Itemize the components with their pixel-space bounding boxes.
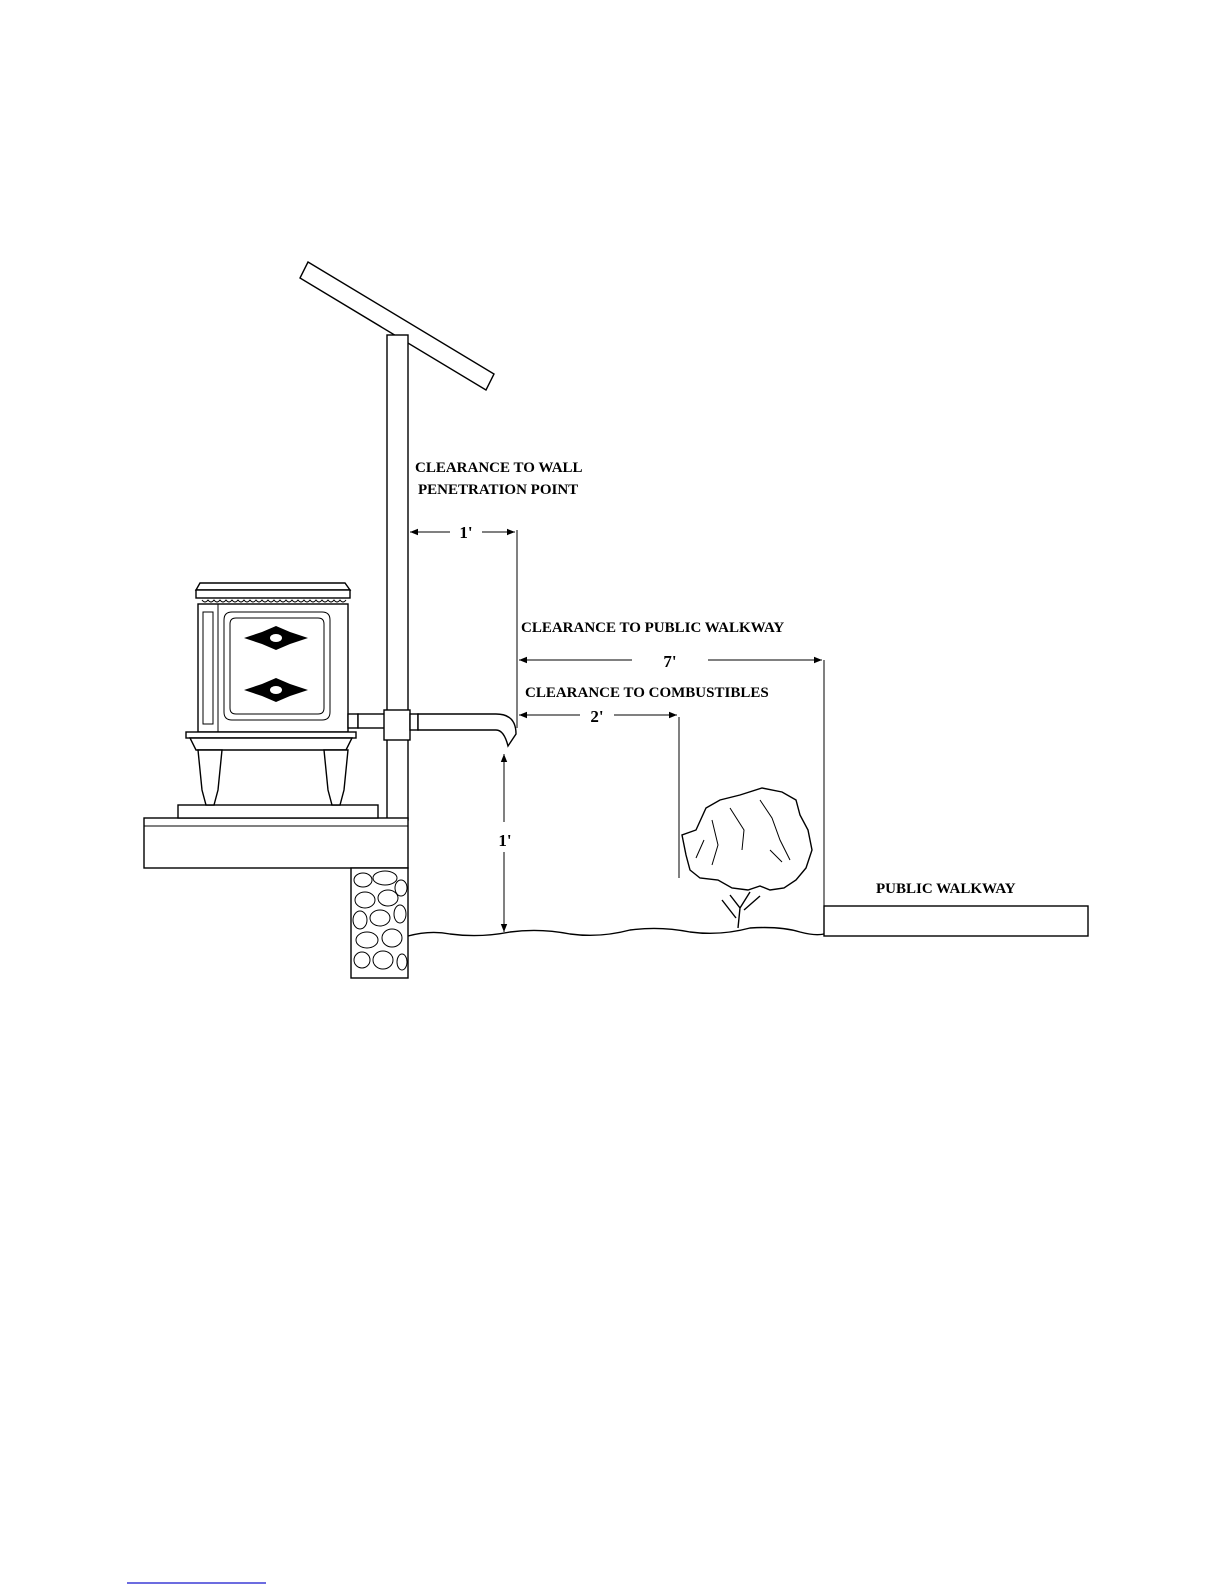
wood-stove — [186, 583, 358, 805]
ground-line — [408, 928, 824, 937]
dim-vent-to-combustibles: 2' — [519, 707, 677, 726]
vent-pipe — [358, 710, 516, 746]
dim-vent-above-grade: 1' — [498, 754, 511, 932]
label-public-walkway: PUBLIC WALKWAY — [876, 881, 1016, 897]
floor-slab — [144, 818, 408, 868]
label-combustibles-clearance: CLEARANCE TO COMBUSTIBLES — [525, 685, 769, 701]
dim-vent-to-walkway: 7' — [519, 652, 822, 671]
stone-foundation — [351, 868, 408, 978]
label-wall-clearance-line2: PENETRATION POINT — [418, 482, 578, 498]
hearth-pad — [178, 805, 378, 818]
dim-wall-to-vent: 1' — [410, 523, 515, 542]
label-walkway-clearance: CLEARANCE TO PUBLIC WALKWAY — [521, 620, 784, 636]
dim-vent-to-combustibles-label: 2' — [590, 707, 603, 726]
dim-vent-above-grade-label: 1' — [498, 831, 511, 850]
public-walkway-slab — [824, 906, 1088, 936]
house-wall — [387, 335, 408, 820]
shrub — [682, 788, 812, 928]
dim-wall-to-vent-label: 1' — [459, 523, 472, 542]
dim-vent-to-walkway-label: 7' — [663, 652, 676, 671]
label-wall-clearance-line1: CLEARANCE TO WALL — [415, 460, 583, 476]
